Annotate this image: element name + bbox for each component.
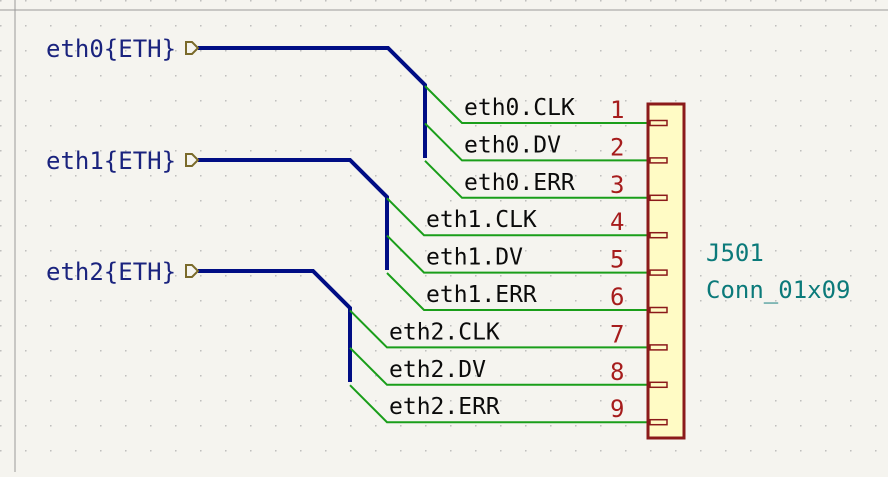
wire-4[interactable] xyxy=(386,234,650,274)
signal-label-6[interactable]: eth2.CLK xyxy=(389,319,500,345)
pin-stub-1[interactable] xyxy=(649,157,668,164)
hier-label-flag-2 xyxy=(185,264,200,278)
bus-line-1[interactable] xyxy=(198,158,389,270)
pin-stub-7[interactable] xyxy=(649,381,668,389)
pin-stub-8[interactable] xyxy=(649,418,668,426)
connector-pins: 1 2 3 4 5 6 7 8 9 xyxy=(610,96,668,426)
pin-number-3: 4 xyxy=(610,208,624,236)
pin-stub-0[interactable] xyxy=(649,119,668,127)
signal-labels: eth0.CLK eth0.DV eth0.ERR eth1.CLK eth1.DV et… xyxy=(389,95,575,420)
hier-label-2[interactable]: eth2{ETH} xyxy=(46,258,176,286)
pin-number-4: 5 xyxy=(610,246,624,274)
pin-number-2: 3 xyxy=(610,171,624,199)
bus-line-0[interactable] xyxy=(198,46,427,158)
signal-label-7[interactable]: eth2.DV xyxy=(389,357,486,383)
pin-number-8: 9 xyxy=(610,395,624,423)
wire-1[interactable] xyxy=(424,122,650,162)
pin-number-7: 8 xyxy=(610,358,624,386)
pin-number-6: 7 xyxy=(610,320,624,348)
signal-label-1[interactable]: eth0.DV xyxy=(464,132,561,158)
signal-label-5[interactable]: eth1.ERR xyxy=(426,282,537,308)
wire-7[interactable] xyxy=(349,347,650,386)
wire-3[interactable] xyxy=(386,197,650,237)
signal-label-3[interactable]: eth1.CLK xyxy=(426,207,537,233)
signal-label-2[interactable]: eth0.ERR xyxy=(464,170,575,196)
wire-layer xyxy=(349,85,650,424)
wire-8[interactable] xyxy=(349,384,650,424)
wire-6[interactable] xyxy=(349,309,650,349)
pin-number-0: 1 xyxy=(610,96,624,124)
component-reference[interactable]: J501 xyxy=(706,239,764,267)
hier-label-flag-1 xyxy=(185,153,200,167)
pin-stub-2[interactable] xyxy=(649,194,668,202)
signal-label-8[interactable]: eth2.ERR xyxy=(389,394,500,420)
wire-0[interactable] xyxy=(424,85,650,124)
hier-label-0[interactable]: eth0{ETH} xyxy=(46,35,176,63)
pin-stub-6[interactable] xyxy=(649,344,668,351)
signal-label-4[interactable]: eth1.DV xyxy=(426,245,523,271)
component-value[interactable]: Conn_01x09 xyxy=(706,276,851,304)
hier-label-1[interactable]: eth1{ETH} xyxy=(46,147,176,175)
signal-label-0[interactable]: eth0.CLK xyxy=(464,95,575,121)
pin-number-5: 6 xyxy=(610,283,624,311)
hierarchical-labels: eth0{ETH} eth1{ETH} eth2{ETH} xyxy=(46,35,200,286)
pin-stub-3[interactable] xyxy=(649,231,668,239)
hier-label-flag-0 xyxy=(185,41,200,55)
pin-stub-5[interactable] xyxy=(649,306,668,314)
pin-stub-4[interactable] xyxy=(649,269,668,276)
wire-2[interactable] xyxy=(424,160,650,199)
wire-5[interactable] xyxy=(386,272,650,311)
bus-layer xyxy=(198,46,427,382)
pin-number-1: 2 xyxy=(610,133,624,161)
bus-line-2[interactable] xyxy=(198,269,352,382)
connector-j501[interactable]: 1 2 3 4 5 6 7 8 9 xyxy=(610,96,686,440)
